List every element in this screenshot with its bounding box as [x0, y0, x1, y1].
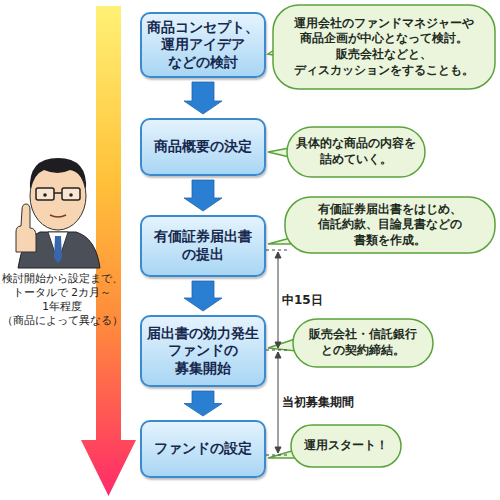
- period-label: 当初募集期間: [282, 394, 372, 411]
- bubble-shape: [287, 127, 425, 177]
- process-box: 有価証券届出書 の提出: [140, 215, 266, 277]
- speech-bubble: 有価証券届出書をはじめ、 信託約款、目論見書などの 書類を作成。: [284, 196, 496, 254]
- process-box: 商品概要の決定: [140, 118, 266, 176]
- process-box: 商品コンセプト、 運用アイデア などの検討: [140, 12, 266, 78]
- note-text: 運用会社のファンドマネジャーや 商品企画が中心となって検討。 販売会社などと、 …: [284, 16, 484, 78]
- presenter-illustration: [16, 158, 100, 268]
- flow-arrow: [184, 281, 222, 311]
- duration-note: 検討開始から設定まで、 トータルで 2カ月～1年程度 （商品によって異なる）: [0, 272, 124, 328]
- step-text: 商品コンセプト、 運用アイデア などの検討: [145, 19, 261, 72]
- note-text: 有価証券届出書をはじめ、 信託約款、目論見書などの 書類を作成。: [296, 202, 484, 249]
- step-text: 届出書の効力発生 ファンドの 募集開始: [145, 325, 261, 378]
- bubble-shape: [291, 425, 401, 467]
- bubble-shape: [293, 319, 433, 367]
- period-label: 中15日: [282, 292, 342, 309]
- note-text: 販売会社・信託銀行 との契約締結。: [304, 327, 422, 358]
- flow-arrow: [184, 180, 222, 211]
- flow-arrow: [184, 391, 222, 416]
- step-text: 有価証券届出書 の提出: [145, 228, 261, 263]
- process-box: ファンドの設定: [140, 420, 266, 478]
- speech-bubble: 具体的な商品の内容を 詰めていく。: [286, 126, 426, 178]
- step-text: ファンドの設定: [154, 440, 252, 458]
- step-text: 商品概要の決定: [154, 138, 252, 156]
- process-box: 届出書の効力発生 ファンドの 募集開始: [140, 315, 266, 387]
- speech-bubble: 運用スタート！: [290, 424, 402, 468]
- period-bracket: [266, 250, 288, 455]
- speech-bubble: 運用会社のファンドマネジャーや 商品企画が中心となって検討。 販売会社などと、 …: [272, 4, 496, 90]
- flow-arrow: [184, 82, 222, 114]
- bubble-shape: [285, 197, 495, 253]
- note-text: 運用スタート！: [304, 438, 388, 454]
- note-text: 具体的な商品の内容を 詰めていく。: [296, 136, 416, 167]
- speech-bubble: 販売会社・信託銀行 との契約締結。: [292, 318, 434, 368]
- bubble-shape: [273, 5, 495, 89]
